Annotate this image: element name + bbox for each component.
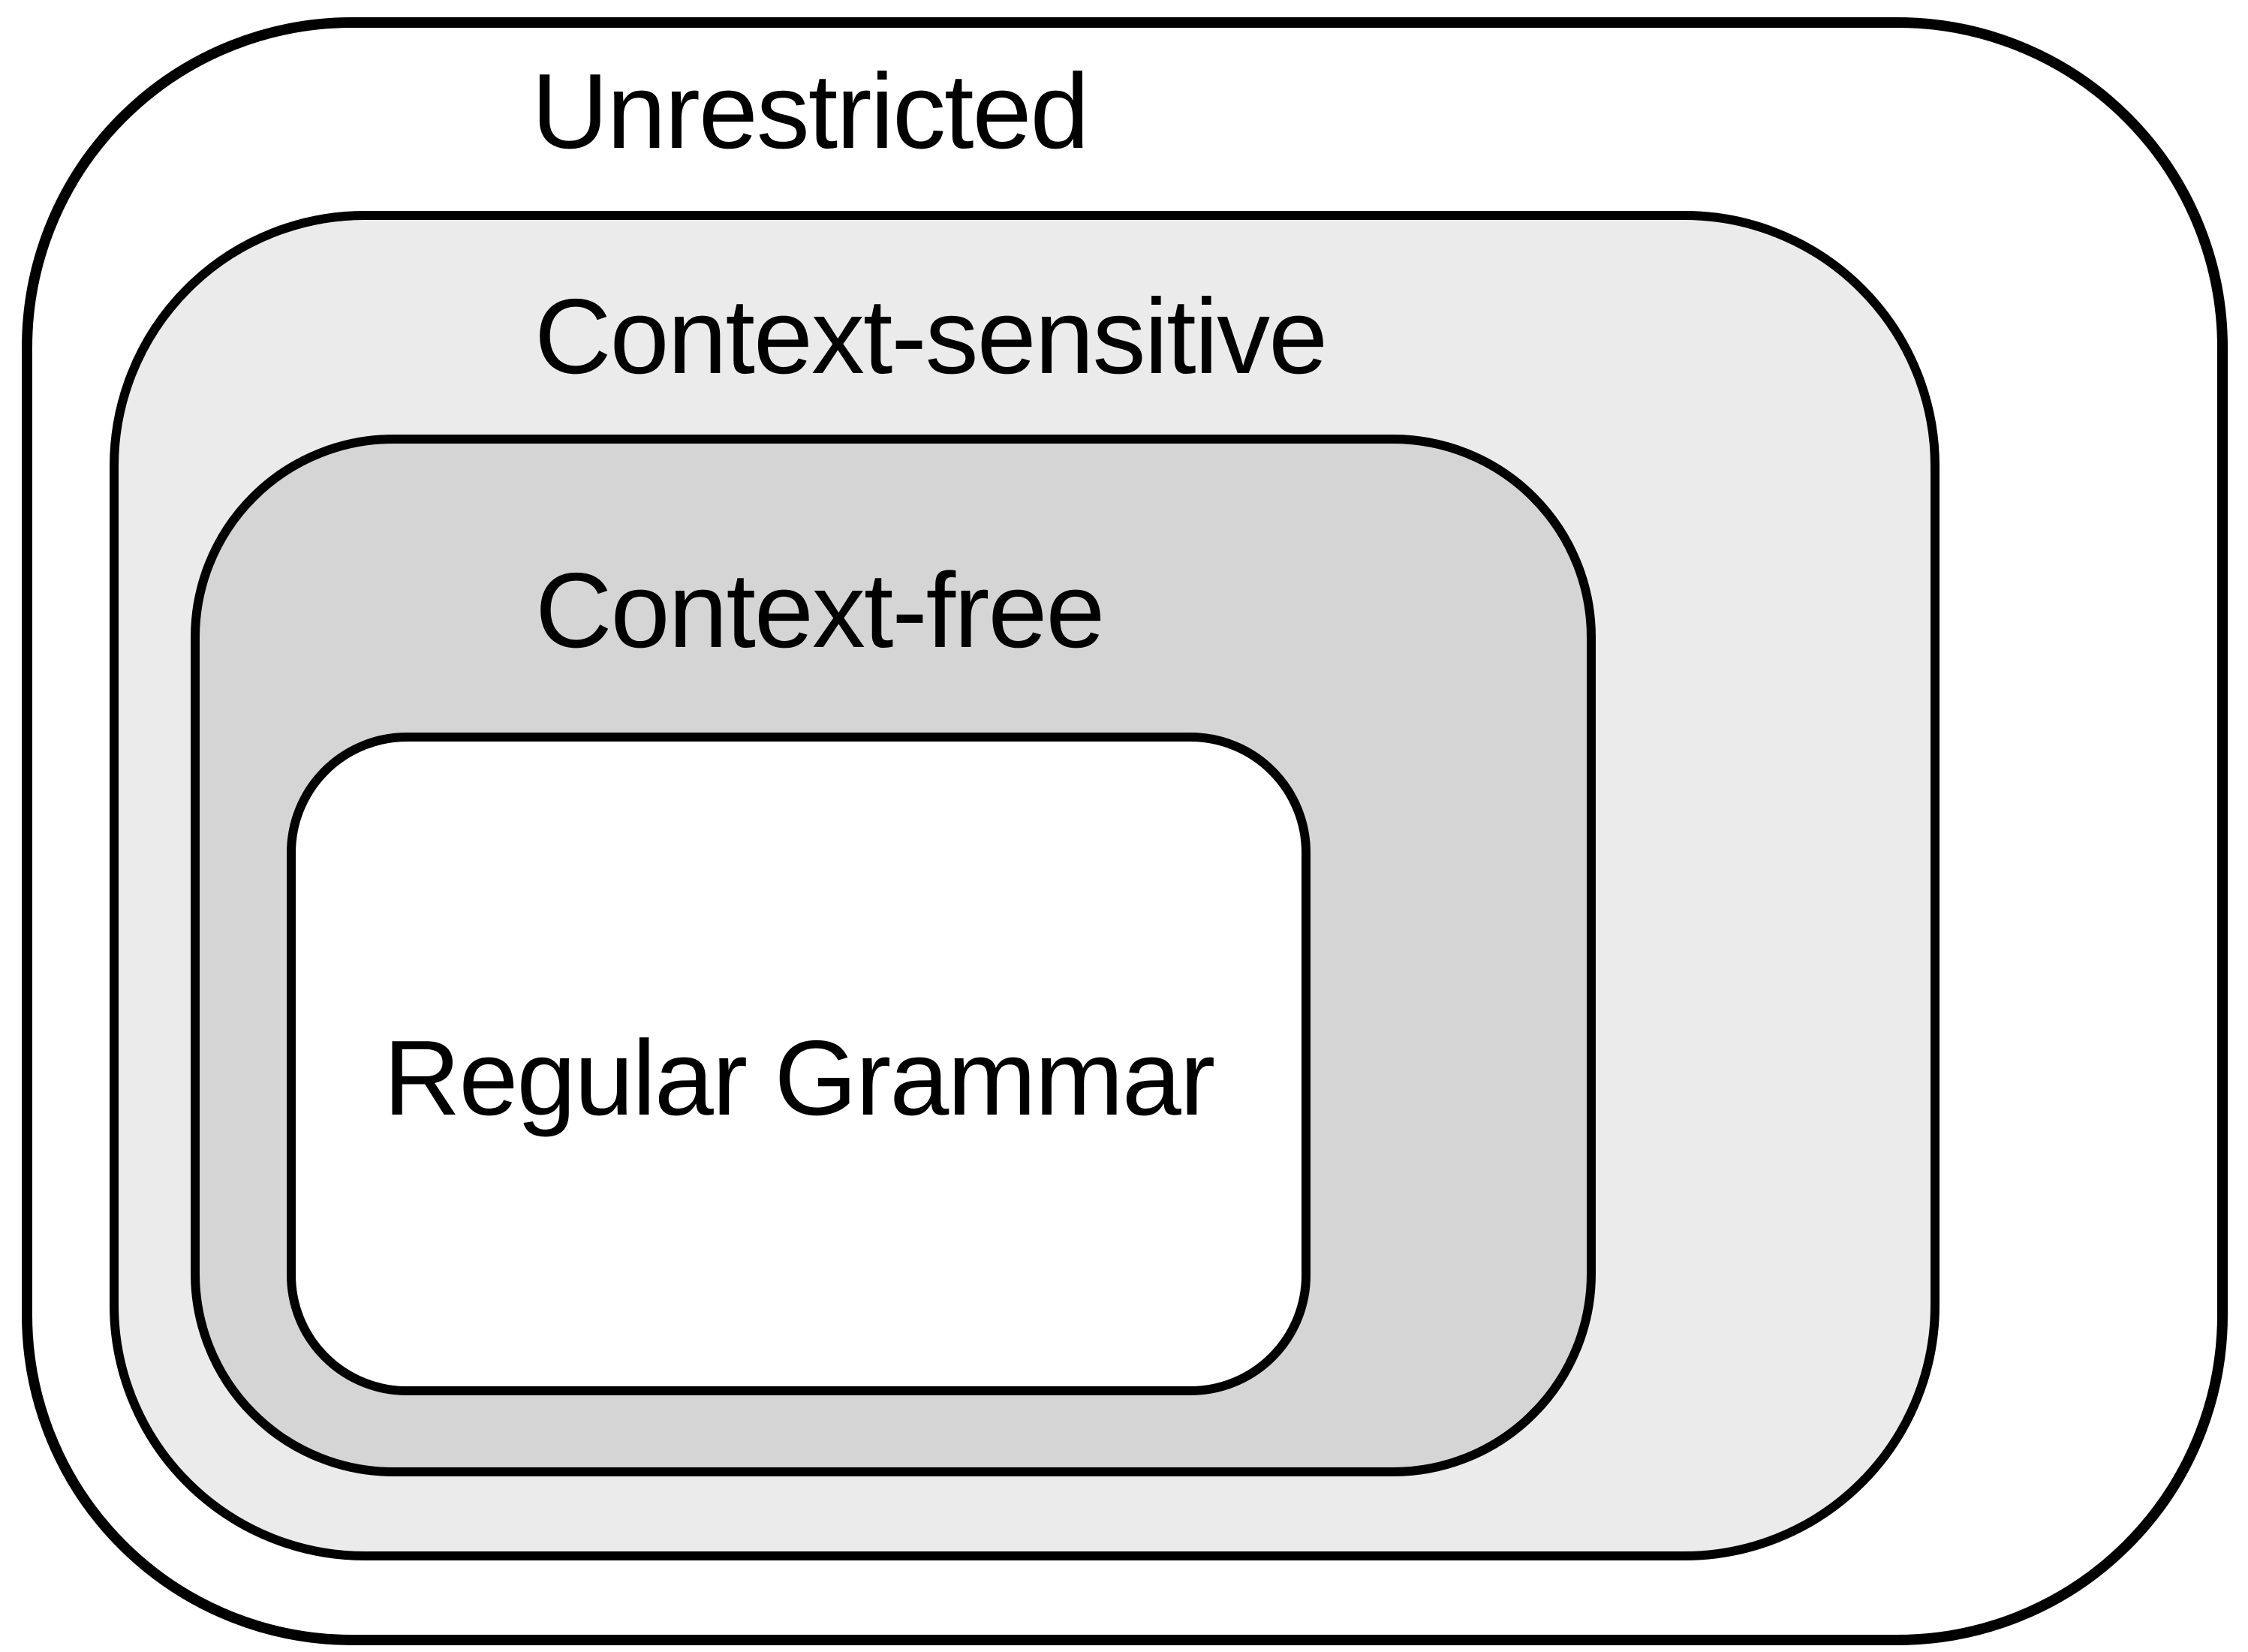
label-regular-grammar: Regular Grammar bbox=[383, 1019, 1215, 1138]
label-unrestricted: Unrestricted bbox=[531, 52, 1089, 171]
label-context-sensitive: Context-sensitive bbox=[534, 277, 1328, 396]
label-context-free: Context-free bbox=[535, 551, 1105, 670]
set-regular-grammar bbox=[287, 733, 1311, 1395]
